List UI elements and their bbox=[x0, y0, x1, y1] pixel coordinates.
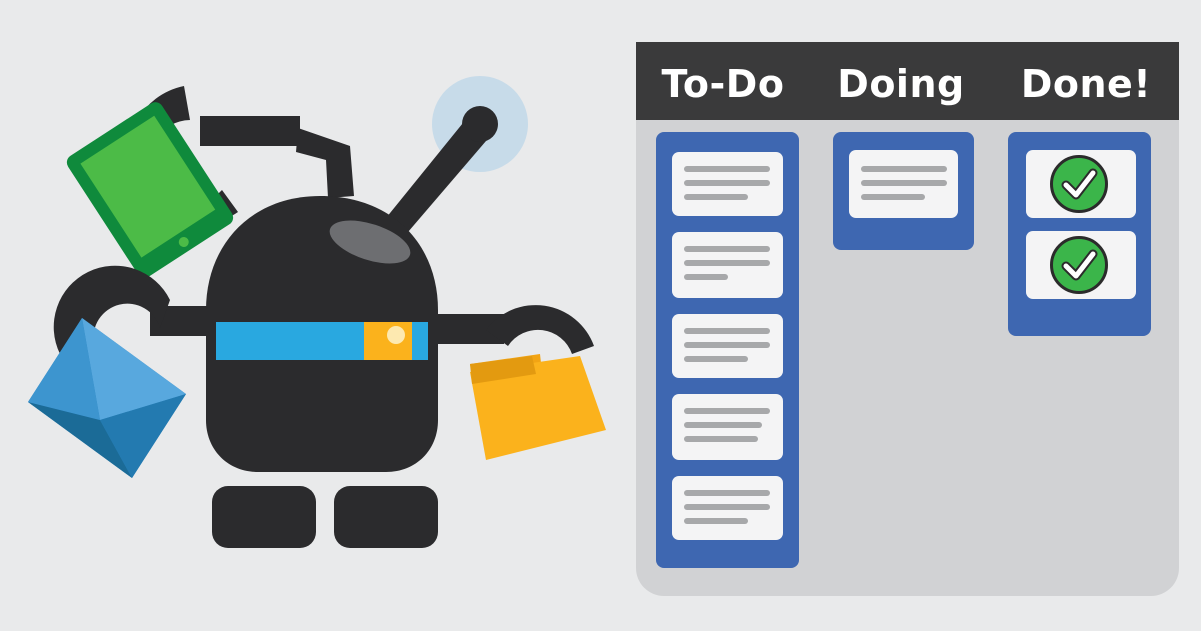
antenna-tip bbox=[462, 106, 498, 142]
head-highlight bbox=[329, 220, 411, 264]
lane-done bbox=[1008, 132, 1151, 336]
antenna-stalk bbox=[386, 118, 492, 232]
visor-light bbox=[364, 322, 412, 360]
column-title-doing: Doing bbox=[837, 62, 965, 106]
phone-icon bbox=[66, 102, 234, 278]
visor-eye bbox=[387, 326, 405, 344]
lane-todo bbox=[656, 132, 799, 568]
task-card[interactable] bbox=[672, 314, 783, 378]
left-foot bbox=[212, 486, 316, 548]
upper-arm-segment bbox=[200, 116, 300, 146]
task-card[interactable] bbox=[672, 152, 783, 216]
robot-illustration bbox=[28, 76, 606, 548]
done-card[interactable] bbox=[1026, 231, 1136, 299]
kanban-board: To-Do Doing Done! bbox=[636, 42, 1179, 596]
board-header: To-Do Doing Done! bbox=[636, 42, 1179, 120]
folder-icon bbox=[470, 354, 606, 460]
task-card[interactable] bbox=[672, 476, 783, 540]
right-claw bbox=[486, 305, 594, 354]
right-foot bbox=[334, 486, 438, 548]
task-card[interactable] bbox=[672, 232, 783, 298]
checkmark-icon bbox=[1050, 236, 1108, 294]
column-title-todo: To-Do bbox=[661, 62, 785, 106]
task-card[interactable] bbox=[849, 150, 958, 218]
envelope-icon bbox=[28, 318, 186, 478]
lane-doing bbox=[833, 132, 974, 250]
checkmark-icon bbox=[1050, 155, 1108, 213]
done-card[interactable] bbox=[1026, 150, 1136, 218]
column-title-done: Done! bbox=[1020, 62, 1152, 106]
upper-left-arm bbox=[296, 128, 354, 198]
task-card[interactable] bbox=[672, 394, 783, 460]
